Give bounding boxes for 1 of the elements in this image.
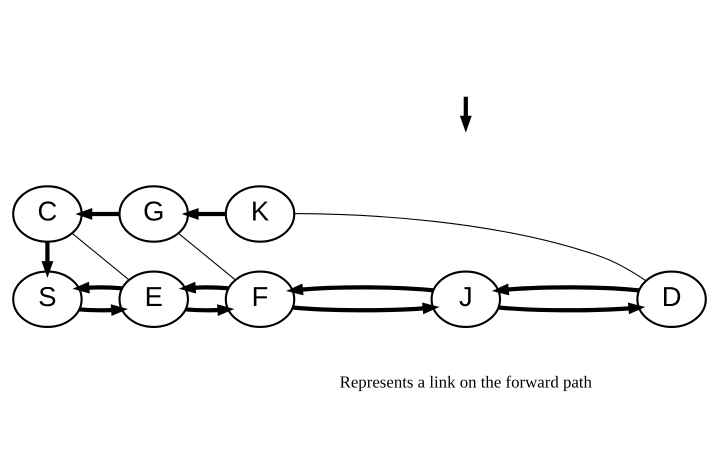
legend-label: Represents a link on the forward path [339,372,592,392]
